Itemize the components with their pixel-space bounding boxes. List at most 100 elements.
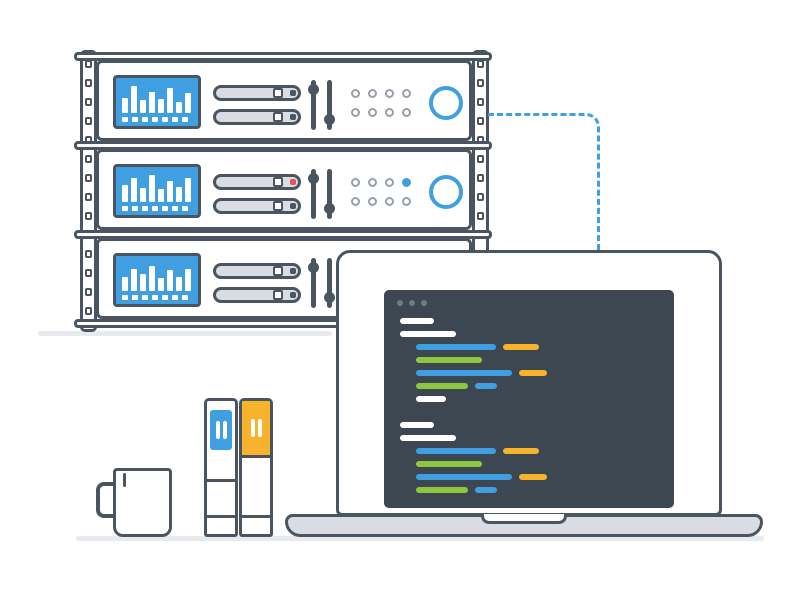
toggle-knob xyxy=(324,292,335,303)
status-dot xyxy=(385,178,394,187)
status-dot xyxy=(385,197,394,206)
status-dot xyxy=(385,108,394,117)
code-line xyxy=(400,422,658,428)
display-ticks xyxy=(122,206,188,211)
display-bar xyxy=(185,93,191,113)
toggle-switch xyxy=(308,80,319,130)
server-unit-2 xyxy=(96,149,472,230)
drive-bay-led xyxy=(290,90,296,96)
drive-bay-button xyxy=(273,112,283,122)
code-token xyxy=(503,344,539,350)
binder-blue xyxy=(204,398,238,537)
display-bar xyxy=(167,270,173,291)
display-tick xyxy=(132,295,138,300)
code-line xyxy=(400,331,658,337)
server-display xyxy=(113,75,201,129)
display-tick xyxy=(142,206,148,211)
display-bar xyxy=(131,269,137,291)
status-dot xyxy=(402,89,411,98)
code-token xyxy=(416,448,496,454)
drive-bay xyxy=(213,198,301,214)
display-bar xyxy=(176,102,182,113)
toggle-knob xyxy=(308,262,319,273)
drive-bay-button xyxy=(273,177,283,187)
window-controls xyxy=(397,300,427,306)
code-line xyxy=(400,487,658,493)
server-unit-1 xyxy=(96,60,472,141)
toggle-knob xyxy=(308,84,319,95)
display-tick xyxy=(132,206,138,211)
rail-screw-hole xyxy=(85,250,92,258)
display-tick xyxy=(142,295,148,300)
code-token xyxy=(416,461,482,467)
rail-screw-hole xyxy=(85,193,92,201)
display-bars xyxy=(122,261,192,291)
code-token xyxy=(416,487,468,493)
code-token xyxy=(400,435,456,441)
display-bar xyxy=(185,178,191,202)
binder-detail-line xyxy=(207,479,235,482)
code-line xyxy=(400,474,658,480)
drive-bay-led xyxy=(290,179,296,185)
toggle-knob xyxy=(324,203,335,214)
binder-label xyxy=(210,410,232,450)
rail-screw-hole xyxy=(85,79,92,87)
display-tick xyxy=(132,117,138,122)
code-token xyxy=(400,422,434,428)
status-dot xyxy=(368,108,377,117)
display-bar xyxy=(122,98,128,113)
rail-screw-hole xyxy=(85,117,92,125)
window-control-dot xyxy=(397,300,403,306)
rail-screw-hole xyxy=(85,212,92,220)
rail-screw-hole xyxy=(85,269,92,277)
code-editor xyxy=(400,318,658,500)
display-bar xyxy=(158,278,164,291)
code-token xyxy=(416,383,468,389)
pause-icon-bar xyxy=(250,419,255,437)
code-token xyxy=(519,474,547,480)
display-tick xyxy=(152,117,158,122)
rack-shelf xyxy=(74,141,492,150)
display-ticks xyxy=(122,295,188,300)
drive-bay-button xyxy=(273,290,283,300)
display-bar xyxy=(131,178,137,202)
display-bar xyxy=(167,88,173,113)
display-bar xyxy=(131,86,137,113)
display-tick xyxy=(122,206,128,211)
code-token xyxy=(416,370,512,376)
rack-shelf xyxy=(74,230,492,239)
code-line xyxy=(400,357,658,363)
display-bar xyxy=(158,99,164,113)
display-tick xyxy=(162,295,168,300)
drive-bay xyxy=(213,85,301,101)
rail-screw-hole xyxy=(477,79,484,87)
status-dot xyxy=(368,178,377,187)
display-tick xyxy=(142,117,148,122)
drive-bay xyxy=(213,263,301,279)
code-line xyxy=(400,344,658,350)
code-token xyxy=(475,383,497,389)
display-tick xyxy=(172,206,178,211)
display-bar xyxy=(140,188,146,202)
toggle-switch xyxy=(308,169,319,219)
binder-label xyxy=(242,401,270,458)
code-line xyxy=(400,318,658,324)
code-token xyxy=(519,370,547,376)
drive-bay-button xyxy=(273,201,283,211)
toggle-knob xyxy=(324,114,335,125)
status-dot xyxy=(368,197,377,206)
window-control-dot xyxy=(409,300,415,306)
pause-icon-bar xyxy=(257,419,262,437)
drive-bay xyxy=(213,109,301,125)
display-bar xyxy=(122,277,128,291)
drive-bay-led xyxy=(290,268,296,274)
toggle-switch xyxy=(308,258,319,308)
display-tick xyxy=(172,295,178,300)
display-bar xyxy=(176,277,182,291)
toggle-knob xyxy=(308,173,319,184)
code-line xyxy=(400,370,658,376)
binder-detail-line xyxy=(242,515,270,518)
display-bar xyxy=(176,187,182,202)
server-display xyxy=(113,164,201,218)
